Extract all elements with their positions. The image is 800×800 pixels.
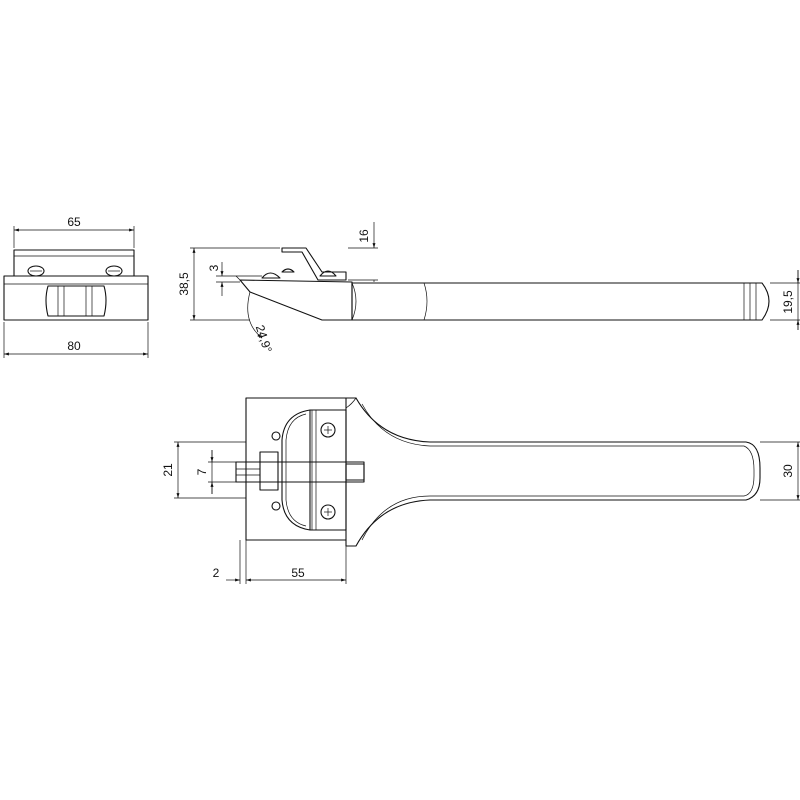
dim-plan-length: 55 bbox=[291, 566, 305, 580]
plan-view-small-screw-bottom bbox=[271, 501, 281, 511]
end-view-base bbox=[3, 275, 149, 321]
plan-view-screw-top bbox=[320, 422, 336, 438]
plan-view: 21 7 30 2 55 bbox=[161, 397, 800, 584]
side-view-bracket bbox=[281, 247, 347, 281]
plan-view-screw-bottom bbox=[320, 504, 336, 520]
end-view: 65 80 bbox=[3, 215, 149, 358]
side-view-handle bbox=[351, 282, 770, 321]
dim-angle: 24,9° bbox=[253, 323, 275, 354]
side-view-blade bbox=[239, 279, 353, 321]
end-view-top-plate bbox=[13, 249, 135, 277]
dim-side-height: 38,5 bbox=[177, 272, 191, 296]
dim-plan-inner: 7 bbox=[195, 468, 209, 475]
dim-tip-height: 19,5 bbox=[781, 290, 795, 314]
dim-offset-small: 3 bbox=[207, 264, 221, 271]
end-view-screw-left bbox=[27, 265, 45, 277]
end-view-shank bbox=[45, 285, 107, 317]
dim-side-bottom-width: 80 bbox=[67, 339, 81, 353]
dim-plan-gap: 2 bbox=[213, 566, 220, 580]
dim-plan-width: 30 bbox=[781, 464, 795, 478]
dim-top-height: 16 bbox=[357, 229, 371, 243]
plan-view-handle bbox=[345, 397, 761, 547]
plan-view-bolt bbox=[235, 461, 365, 483]
plan-view-small-screw-top bbox=[271, 431, 281, 441]
dim-plan-outer: 21 bbox=[161, 463, 175, 477]
side-view: 38,5 3 16 19,5 24,9° bbox=[177, 222, 800, 355]
dim-side-top-width: 65 bbox=[67, 215, 81, 229]
plan-view-lock-block bbox=[309, 409, 347, 531]
end-view-screw-right bbox=[105, 265, 123, 277]
